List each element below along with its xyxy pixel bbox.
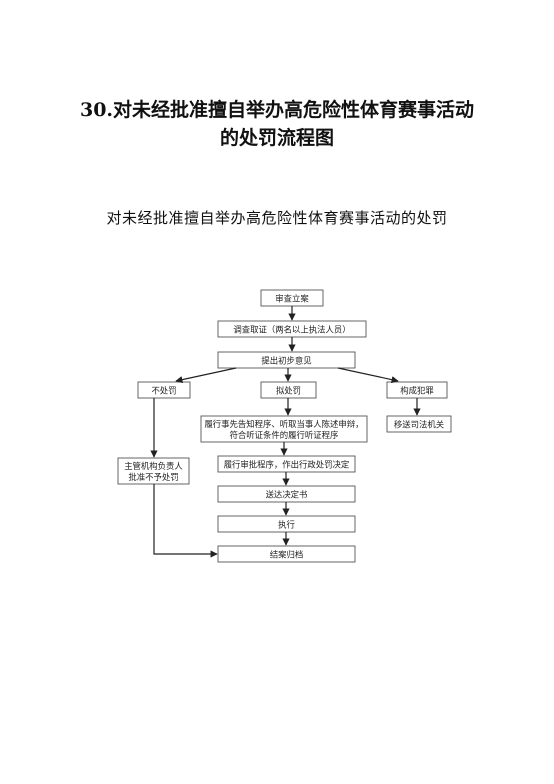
supervisor-box: [117, 457, 190, 485]
deliver-label: 送达决定书: [266, 490, 308, 500]
preliminary-label: 提出初步意见: [261, 356, 311, 366]
flowchart-heading: 对未经批准擅自举办高危险性体育赛事活动的处罚: [106, 209, 448, 227]
approval-label: 履行审批程序，作出行政处罚决定: [224, 460, 350, 470]
page-title-line-1: 30.对未经批准擅自举办高危险性体育赛事活动: [79, 99, 475, 121]
notify-label-line-1: 履行事先告知程序、听取当事人陈述申辩，: [204, 419, 363, 429]
execute-label: 执行: [278, 520, 295, 530]
page-title-line-2: 的处罚流程图: [219, 127, 334, 149]
no-penalty-box: [137, 381, 191, 399]
transfer-box: [386, 415, 452, 433]
arrow-preliminary-to-no-penalty: [175, 367, 237, 384]
proposed-penalty-label: 拟处罚: [276, 386, 301, 396]
notify-label-line-2: 符合听证条件的履行听证程序: [230, 430, 339, 440]
review-label: 审查立案: [275, 294, 309, 304]
transfer-label: 移送司法机关: [394, 420, 445, 430]
preliminary-box: [217, 351, 356, 369]
investigate-label: 调查取证（两名以上执法人员）: [233, 325, 350, 335]
close-label: 结案归档: [270, 550, 304, 560]
arrow-preliminary-to-crime: [337, 367, 399, 384]
crime-label: 构成犯罪: [400, 386, 434, 396]
no-penalty-label: 不处罚: [151, 386, 176, 396]
close-box: [217, 545, 356, 563]
arrow-supervisor-to-close: [153, 484, 218, 558]
notify-box: [200, 415, 368, 443]
supervisor-label-line-2: 批准不予处罚: [128, 472, 178, 482]
supervisor-label-line-1: 主管机构负责人: [124, 461, 183, 471]
